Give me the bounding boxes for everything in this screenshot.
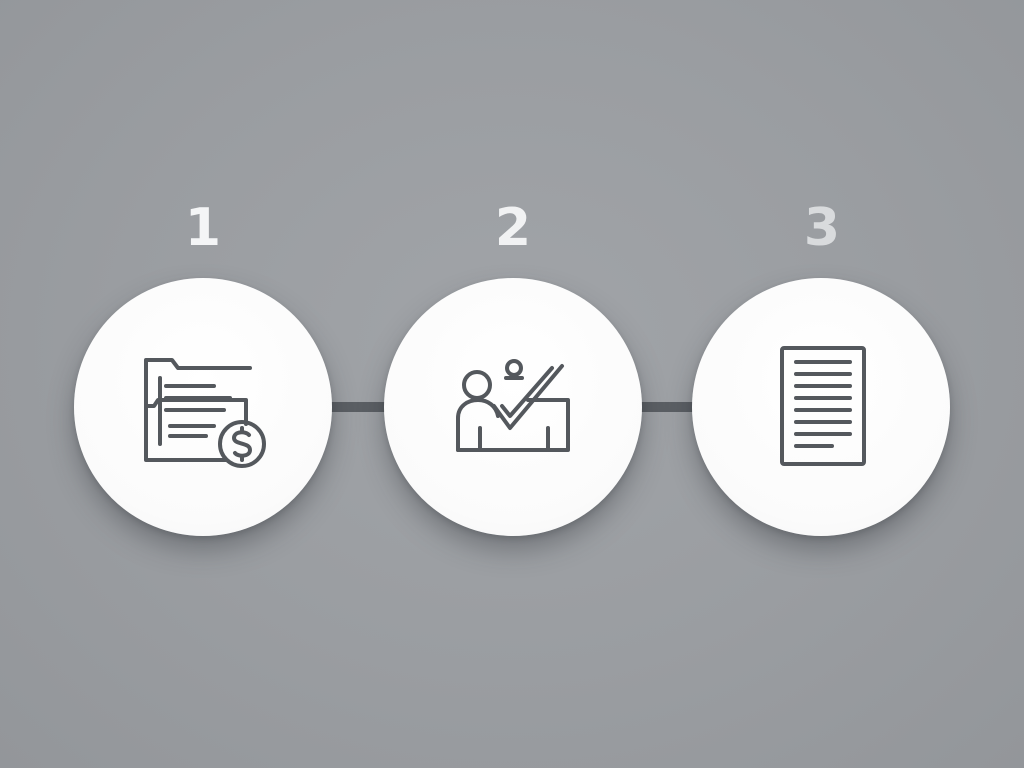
folder-document-dollar-icon	[74, 278, 332, 536]
step-3-circle[interactable]	[692, 278, 950, 536]
step-number-2: 2	[494, 198, 532, 258]
step-2-circle[interactable]	[384, 278, 642, 536]
step-1-circle[interactable]	[74, 278, 332, 536]
connector-line-2-3	[630, 402, 706, 412]
document-lines-icon	[692, 278, 950, 536]
person-checkmark-icon	[384, 278, 642, 536]
connector-line-1-2	[320, 402, 400, 412]
step-number-1: 1	[184, 198, 222, 258]
step-number-3: 3	[803, 198, 841, 258]
